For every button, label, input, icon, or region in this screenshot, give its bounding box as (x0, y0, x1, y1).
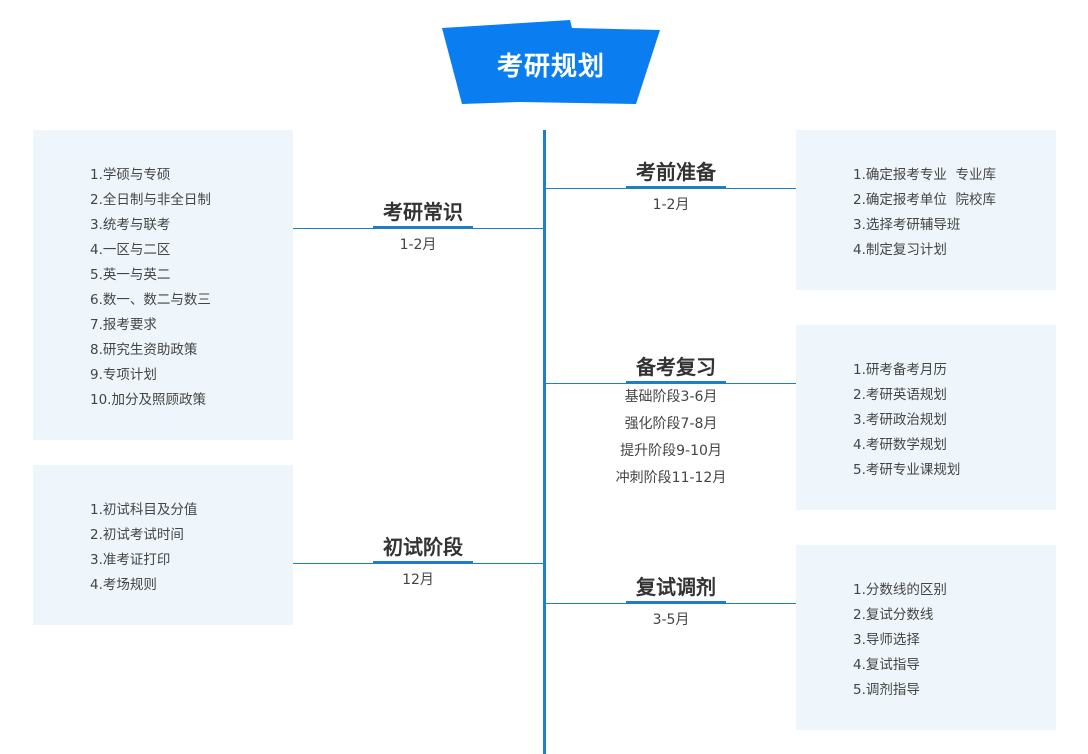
list-item: 3.选择考研辅导班 (853, 217, 961, 233)
item-list: 1.分数线的区别 2.复试分数线 3.导师选择 4.复试指导 5.调剂指导 (853, 578, 947, 703)
banner-shape (442, 20, 660, 104)
stage-underline (626, 381, 726, 384)
stage-time-list: 基础阶段3-6月 强化阶段7-8月 提升阶段9-10月 冲刺阶段11-12月 (591, 384, 751, 492)
stage-title-review: 备考复习 (636, 355, 716, 379)
panel-common-knowledge: 1.学硕与专硕 2.全日制与非全日制 3.统考与联考 4.一区与二区 5.英一与… (33, 130, 293, 440)
list-item: 4.考场规则 (90, 577, 157, 593)
panel-preparation: 1.确定报考专业 专业库 2.确定报考单位 院校库 3.选择考研辅导班 4.制定… (796, 130, 1056, 290)
item-list: 1.确定报考专业 专业库 2.确定报考单位 院校库 3.选择考研辅导班 4.制定… (853, 163, 996, 263)
item-list: 1.学硕与专硕 2.全日制与非全日制 3.统考与联考 4.一区与二区 5.英一与… (90, 163, 211, 413)
list-item: 1.学硕与专硕 (90, 167, 171, 183)
stage-title-retest-adjustment: 复试调剂 (636, 575, 716, 599)
list-item: 4.制定复习计划 (853, 242, 947, 258)
stage-time: 提升阶段9-10月 (620, 443, 722, 459)
list-item: 1.研考备考月历 (853, 362, 947, 378)
stage-underline (373, 561, 473, 564)
list-item: 2.全日制与非全日制 (90, 192, 211, 208)
list-item: 10.加分及照顾政策 (90, 392, 206, 408)
list-item: 1.分数线的区别 (853, 582, 947, 598)
list-item: 6.数一、数二与数三 (90, 292, 211, 308)
list-item: 5.调剂指导 (853, 682, 920, 698)
stage-time: 3-5月 (652, 612, 690, 628)
list-item: 8.研究生资助政策 (90, 342, 198, 358)
item-list: 1.研考备考月历 2.考研英语规划 3.考研政治规划 4.考研数学规划 5.考研… (853, 358, 960, 483)
list-item: 3.统考与联考 (90, 217, 171, 233)
stage-time: 1-2月 (652, 197, 690, 213)
list-item: 4.复试指导 (853, 657, 920, 673)
list-item: 2.确定报考单位 院校库 (853, 192, 996, 208)
list-item: 5.考研专业课规划 (853, 462, 961, 478)
panel-retest-adjustment: 1.分数线的区别 2.复试分数线 3.导师选择 4.复试指导 5.调剂指导 (796, 545, 1056, 730)
list-item: 4.一区与二区 (90, 242, 171, 258)
stage-time: 基础阶段3-6月 (624, 389, 718, 405)
stage-title-preliminary-exam: 初试阶段 (383, 535, 463, 559)
list-item: 4.考研数学规划 (853, 437, 947, 453)
stage-underline (626, 186, 726, 189)
stage-underline (373, 226, 473, 229)
list-item: 3.准考证打印 (90, 552, 171, 568)
stage-underline (626, 601, 726, 604)
panel-preliminary-exam: 1.初试科目及分值 2.初试考试时间 3.准考证打印 4.考场规则 (33, 465, 293, 625)
list-item: 2.考研英语规划 (853, 387, 947, 403)
list-item: 5.英一与英二 (90, 267, 171, 283)
page-title: 考研规划 (496, 52, 605, 82)
stage-time: 1-2月 (399, 237, 437, 253)
stage-title-preparation: 考前准备 (636, 160, 716, 184)
stage-time: 强化阶段7-8月 (624, 416, 718, 432)
list-item: 1.初试科目及分值 (90, 502, 198, 518)
list-item: 1.确定报考专业 专业库 (853, 167, 996, 183)
timeline-spine (543, 130, 546, 754)
stage-title-common-knowledge: 考研常识 (383, 200, 463, 224)
list-item: 3.导师选择 (853, 632, 920, 648)
list-item: 7.报考要求 (90, 317, 157, 333)
title-banner: 考研规划 (440, 18, 662, 106)
list-item: 9.专项计划 (90, 367, 157, 383)
list-item: 2.复试分数线 (853, 607, 934, 623)
item-list: 1.初试科目及分值 2.初试考试时间 3.准考证打印 4.考场规则 (90, 498, 197, 598)
stage-time: 12月 (402, 572, 434, 588)
list-item: 3.考研政治规划 (853, 412, 947, 428)
list-item: 2.初试考试时间 (90, 527, 184, 543)
stage-time: 冲刺阶段11-12月 (615, 470, 727, 486)
panel-review: 1.研考备考月历 2.考研英语规划 3.考研政治规划 4.考研数学规划 5.考研… (796, 325, 1056, 510)
